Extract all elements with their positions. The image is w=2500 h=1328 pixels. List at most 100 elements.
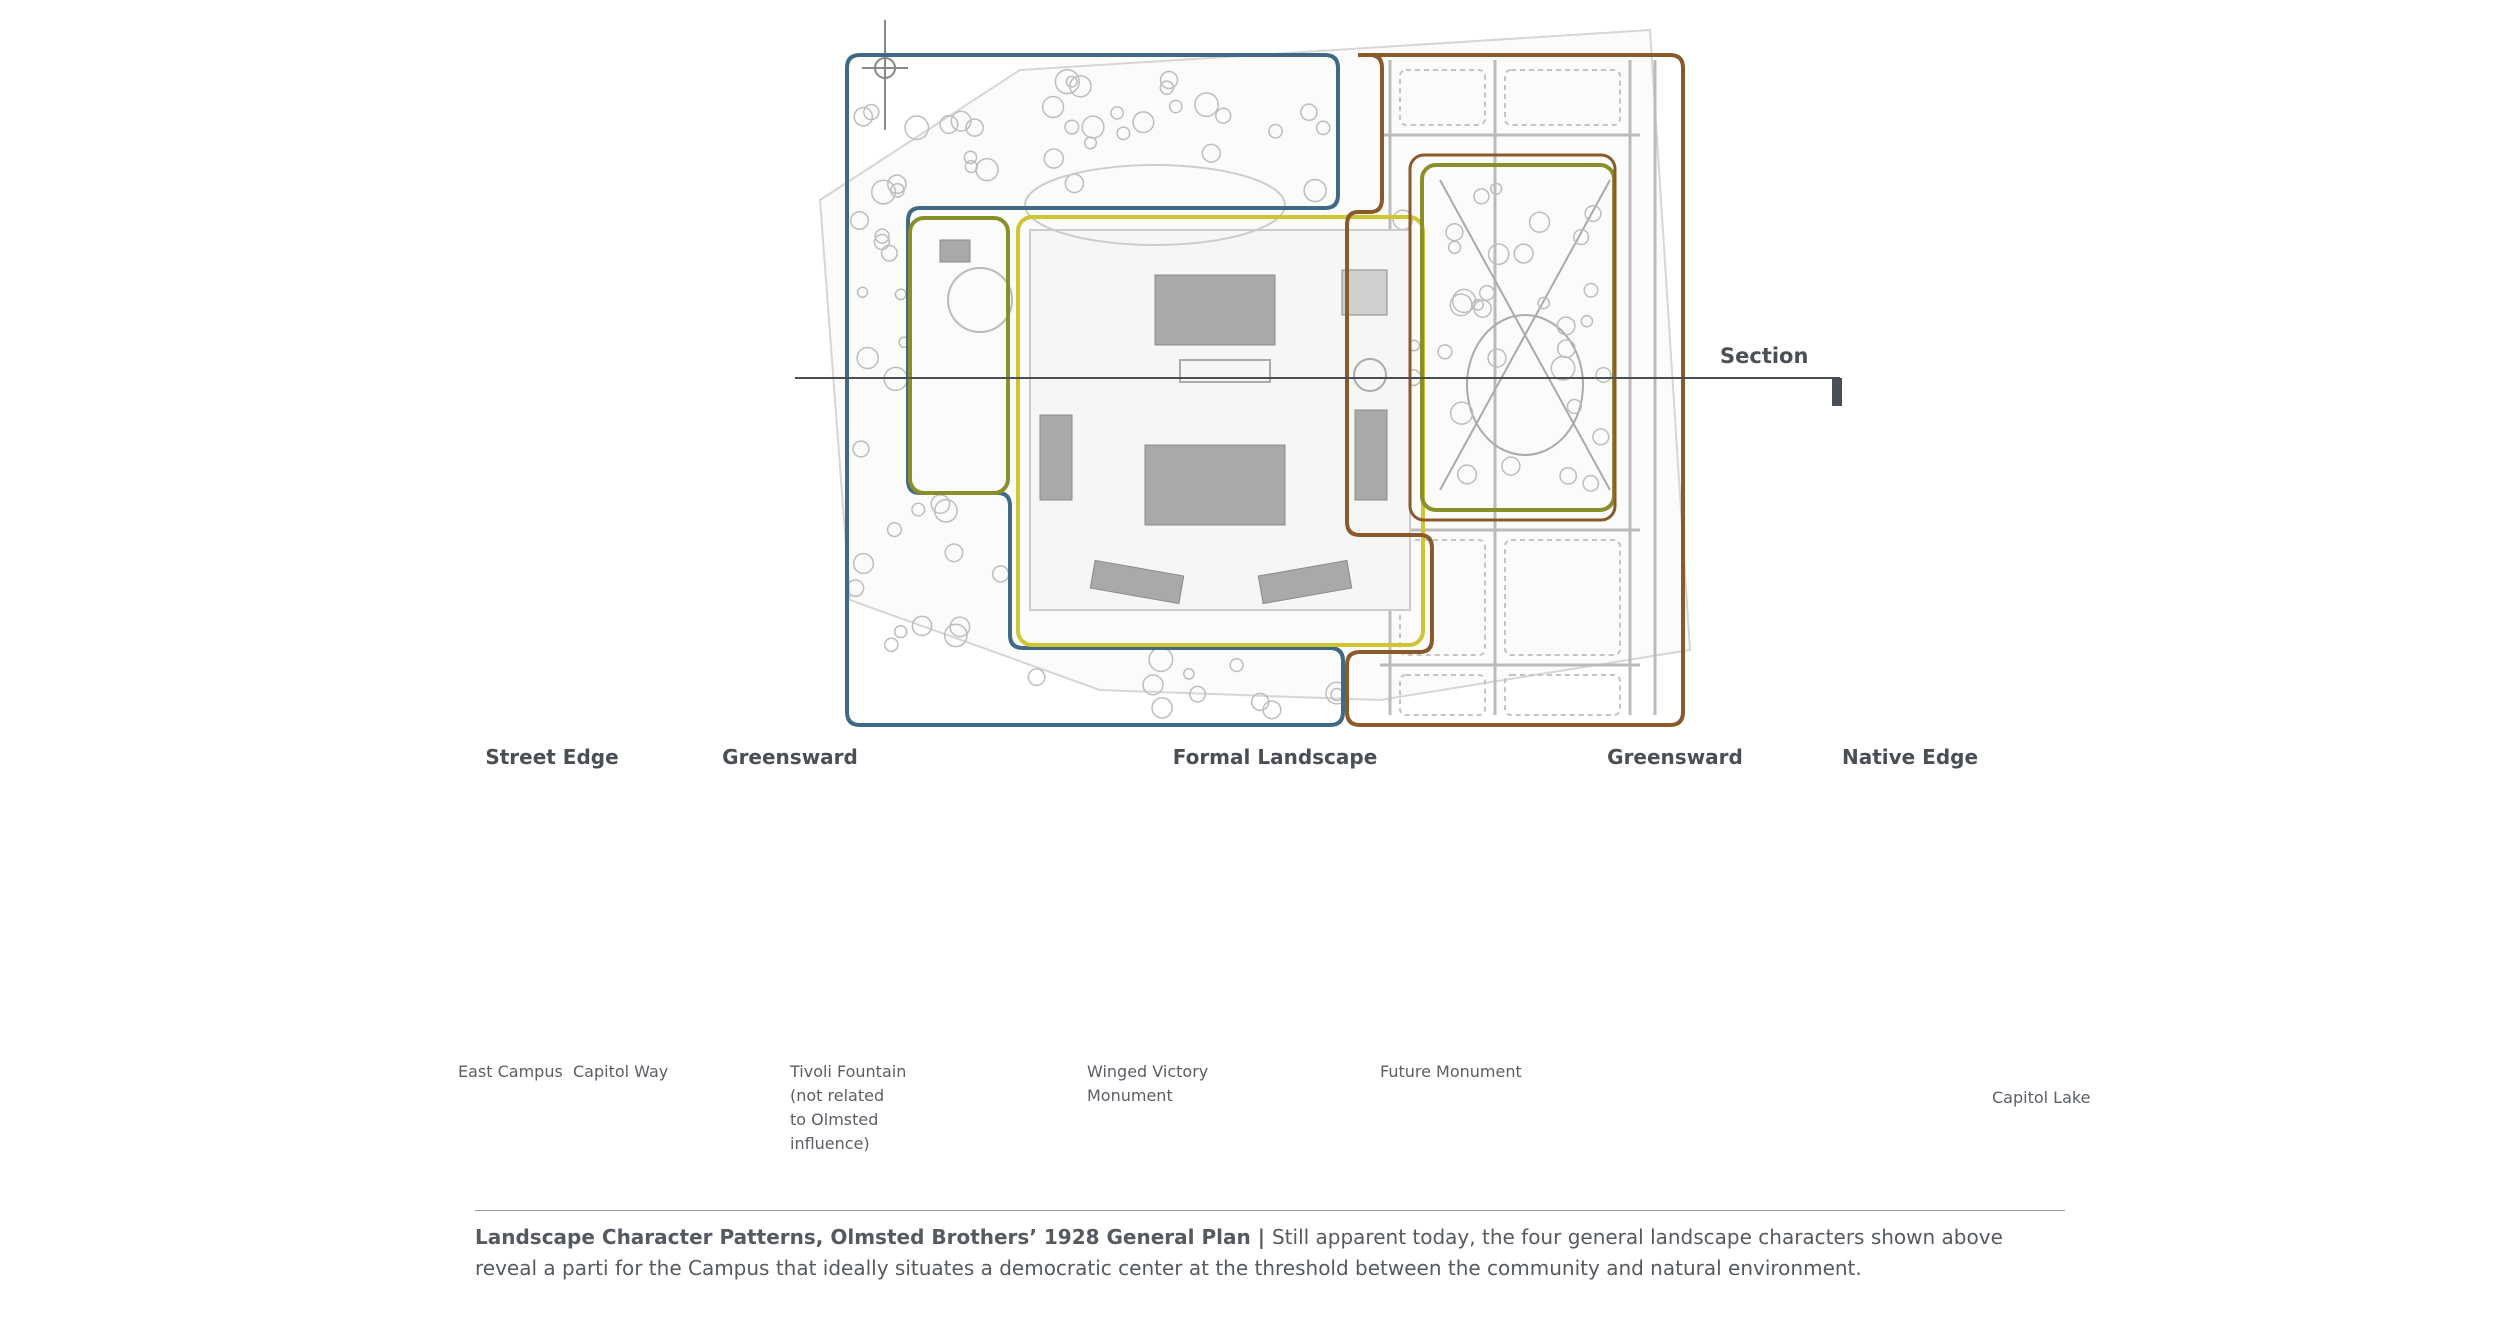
building-north-east xyxy=(1341,269,1388,316)
tree-icon xyxy=(1081,115,1105,139)
tree-icon xyxy=(1159,80,1175,95)
tree-icon xyxy=(1473,188,1490,205)
caption-body: Still apparent today, the four general l… xyxy=(475,1225,2003,1280)
tree-icon xyxy=(1449,401,1474,425)
tree-icon xyxy=(1592,428,1610,446)
tree-icon xyxy=(1189,685,1207,703)
building-west-wing xyxy=(1039,414,1073,501)
tree-icon xyxy=(939,114,959,135)
tree-icon xyxy=(1159,70,1179,90)
tree-icon xyxy=(1582,474,1600,492)
tree-icon xyxy=(883,637,899,653)
tree-icon xyxy=(1490,182,1503,195)
zone-label-greensward-east: Greensward xyxy=(1607,745,1743,769)
annotation-east-campus: East Campus xyxy=(458,1062,563,1081)
tree-icon xyxy=(1595,366,1612,384)
tree-icon xyxy=(852,552,875,575)
tree-icon xyxy=(1201,143,1221,163)
tree-icon xyxy=(1559,466,1578,485)
tree-icon xyxy=(1315,120,1331,136)
zone-outline-native-edge xyxy=(845,53,1345,727)
caption-title: Landscape Character Patterns, Olmsted Br… xyxy=(475,1225,1251,1249)
tree-icon xyxy=(1116,126,1131,141)
tree-icon xyxy=(1487,348,1507,368)
caption-divider xyxy=(475,1210,2065,1211)
annotation-future-monument: Future Monument xyxy=(1380,1062,1522,1081)
tree-icon xyxy=(1043,148,1065,169)
tree-icon xyxy=(852,440,870,458)
zone-outline-greensward-west xyxy=(908,216,1010,495)
caption: Landscape Character Patterns, Olmsted Br… xyxy=(475,1222,2055,1284)
tree-icon xyxy=(1110,106,1124,120)
tree-icon xyxy=(1445,223,1464,242)
tree-icon xyxy=(975,157,999,182)
landscape-section xyxy=(0,0,2500,760)
tree-icon xyxy=(1537,296,1551,310)
tree-icon xyxy=(886,521,903,538)
tree-icon xyxy=(1583,282,1599,298)
tree-icon xyxy=(1437,344,1453,360)
zone-outline-street-edge-inner xyxy=(1408,153,1617,522)
tree-icon xyxy=(870,179,897,205)
building-south-east xyxy=(1257,559,1353,605)
tree-icon xyxy=(1027,668,1046,687)
tree-icon xyxy=(904,115,930,141)
tree-icon xyxy=(1487,243,1510,266)
tree-icon xyxy=(893,624,908,639)
tree-icon xyxy=(911,502,926,517)
tree-icon xyxy=(950,110,972,132)
tree-icon xyxy=(1065,75,1078,88)
annotation-capitol-lake: Capitol Lake xyxy=(1992,1088,2091,1107)
tree-icon xyxy=(1556,316,1576,336)
tree-icon xyxy=(944,543,964,563)
tree-icon xyxy=(1168,99,1183,114)
tree-icon xyxy=(1513,243,1534,264)
zone-outline-street-edge xyxy=(1345,53,1685,727)
tree-icon xyxy=(1556,339,1576,359)
tree-icon xyxy=(1478,284,1495,301)
tree-icon xyxy=(911,615,933,637)
tree-icon xyxy=(1566,398,1583,415)
tree-icon xyxy=(880,244,898,262)
tree-icon xyxy=(1268,123,1283,139)
north-arrow-icon xyxy=(862,20,908,130)
zone-label-greensward-west: Greensward xyxy=(722,745,858,769)
tree-icon xyxy=(1447,240,1462,255)
tree-icon xyxy=(1142,674,1164,696)
tree-icon xyxy=(1451,288,1477,314)
tree-icon xyxy=(949,616,971,638)
annotation-winged-victory: Winged Victory Monument xyxy=(1087,1062,1209,1105)
tree-icon xyxy=(1064,119,1080,135)
tree-icon xyxy=(1194,92,1219,118)
tree-icon xyxy=(1250,692,1270,712)
building-south-west xyxy=(1089,559,1185,605)
tree-icon xyxy=(1069,74,1092,98)
tree-icon xyxy=(874,228,890,244)
tree-icon xyxy=(1580,314,1594,328)
tree-icon xyxy=(1182,667,1195,680)
tree-icon xyxy=(1449,293,1473,317)
tree-icon xyxy=(1303,178,1327,203)
tree-icon xyxy=(894,288,907,301)
tree-icon xyxy=(965,118,984,137)
tree-icon xyxy=(1132,111,1155,134)
tree-icon xyxy=(1300,103,1318,122)
tree-icon xyxy=(1471,298,1484,311)
tree-icon xyxy=(1151,697,1173,719)
tree-icon xyxy=(1215,107,1232,124)
tree-icon xyxy=(943,623,968,648)
tree-icon xyxy=(849,210,870,231)
section-label: Section xyxy=(1720,344,1809,368)
section-cut-marker xyxy=(1832,378,1842,406)
site-plan xyxy=(795,20,1842,727)
tree-icon xyxy=(890,182,905,198)
building-capitol xyxy=(1144,444,1286,526)
annotation-tivoli-fountain: Tivoli Fountain (not related to Olmsted … xyxy=(790,1062,907,1153)
zone-label-formal-landscape: Formal Landscape xyxy=(1172,745,1378,769)
zone-label-street-edge: Street Edge xyxy=(485,745,619,769)
diagonal-walks xyxy=(1439,179,1611,491)
tree-icon xyxy=(1456,464,1478,485)
tree-icon xyxy=(856,286,869,299)
zone-label-native-edge: Native Edge xyxy=(1841,745,1979,769)
